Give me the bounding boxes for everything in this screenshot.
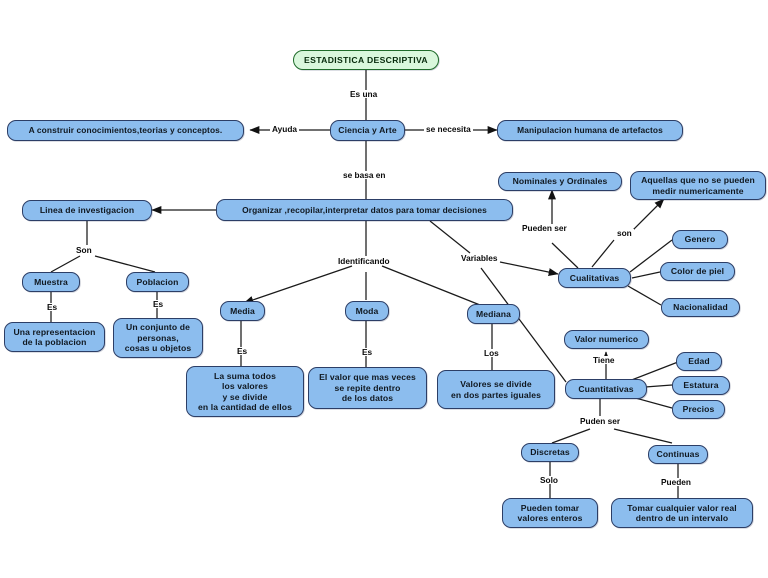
node-nacionalidad[interactable]: Nacionalidad: [661, 298, 740, 317]
edge-organizar-variables: [429, 220, 471, 254]
edge-label-pueden-ser-cualitativas: Pueden ser: [520, 223, 569, 233]
node-muestra[interactable]: Muestra: [22, 272, 80, 292]
node-mediana[interactable]: Mediana: [467, 304, 520, 324]
node-continuas[interactable]: Continuas: [648, 445, 708, 464]
node-precios[interactable]: Precios: [672, 400, 725, 419]
node-linea-de-investigacion[interactable]: Linea de investigacion: [22, 200, 152, 221]
node-mediana-definicion[interactable]: Valores se divide en dos partes iguales: [437, 370, 555, 409]
node-nominales-y-ordinales[interactable]: Nominales y Ordinales: [498, 172, 622, 191]
node-color-de-piel[interactable]: Color de piel: [660, 262, 735, 281]
node-moda[interactable]: Moda: [345, 301, 389, 321]
edge-label-ayuda: Ayuda: [270, 124, 300, 134]
edge-label-puden-ser: Puden ser: [578, 416, 623, 426]
node-manipulacion-humana[interactable]: Manipulacion humana de artefactos: [497, 120, 683, 141]
edge-label-los-mediana: Los: [482, 348, 501, 358]
edge-variables-cualitativas: [499, 261, 559, 277]
node-pueden-tomar-enteros[interactable]: Pueden tomar valores enteros: [502, 498, 598, 528]
edge-variables-cuantitativas: [480, 267, 567, 383]
node-cuantitativas[interactable]: Cuantitativas: [565, 379, 647, 399]
edge-label-es-muestra: Es: [45, 302, 60, 312]
edge-label-tiene: Tiene: [591, 355, 617, 365]
edge-identificando-mediana: [381, 265, 481, 306]
edge-label-solo: Solo: [538, 475, 560, 485]
edge-cual-puedenser: [551, 242, 579, 269]
node-estadistica-descriptiva[interactable]: ESTADISTICA DESCRIPTIVA: [293, 50, 439, 70]
edge-label-es-media: Es: [235, 346, 250, 356]
node-edad[interactable]: Edad: [676, 352, 722, 371]
node-un-conjunto[interactable]: Un conjunto de personas, cosas u objetos: [113, 318, 203, 358]
edge-label-es-una: Es una: [348, 89, 380, 99]
node-media-definicion[interactable]: La suma todos los valores y se divide en…: [186, 366, 304, 417]
node-media[interactable]: Media: [220, 301, 265, 321]
edge-label-se-basa-en: se basa en: [341, 170, 388, 180]
node-aquellas-no-medir[interactable]: Aquellas que no se pueden medir numerica…: [630, 171, 766, 200]
node-genero[interactable]: Genero: [672, 230, 728, 249]
edge-label-es-poblacion: Es: [151, 299, 166, 309]
node-una-representacion[interactable]: Una representacion de la poblacion: [4, 322, 105, 352]
edge-label-variables: Variables: [459, 253, 500, 263]
edge-label-identificando: Identificando: [336, 256, 392, 266]
edge-pudenser-discretas: [551, 428, 591, 444]
edge-son-muestra: [50, 255, 81, 273]
node-discretas[interactable]: Discretas: [521, 443, 579, 462]
node-moda-definicion[interactable]: El valor que mas veces se repite dentro …: [308, 367, 427, 409]
edge-son-aquellas: [629, 198, 665, 234]
edge-cual-son: [591, 239, 615, 268]
node-tomar-valor-real[interactable]: Tomar cualquier valor real dentro de un …: [611, 498, 753, 528]
node-estatura[interactable]: Estatura: [672, 376, 730, 395]
node-organizar-recopilar[interactable]: Organizar ,recopilar,interpretar datos p…: [216, 199, 513, 221]
edge-pudenser-continuas: [613, 428, 673, 444]
edge-identificando-media: [243, 265, 353, 304]
node-valor-numerico[interactable]: Valor numerico: [564, 330, 649, 349]
edge-son-poblacion: [94, 255, 156, 273]
node-ciencia-y-arte[interactable]: Ciencia y Arte: [330, 120, 405, 141]
node-poblacion[interactable]: Poblacion: [126, 272, 189, 292]
edge-label-pueden: Pueden: [659, 477, 693, 487]
node-a-construir[interactable]: A construir conocimientos,teorias y conc…: [7, 120, 244, 141]
edge-label-son-cualitativas: son: [615, 228, 634, 238]
edge-label-es-moda: Es: [360, 347, 375, 357]
edge-label-son-linea: Son: [74, 245, 94, 255]
edge-label-se-necesita: se necesita: [424, 124, 473, 134]
edge-cual-colorpiel: [631, 271, 661, 279]
edge-cual-nacionalidad: [627, 285, 662, 306]
node-cualitativas[interactable]: Cualitativas: [558, 268, 631, 288]
